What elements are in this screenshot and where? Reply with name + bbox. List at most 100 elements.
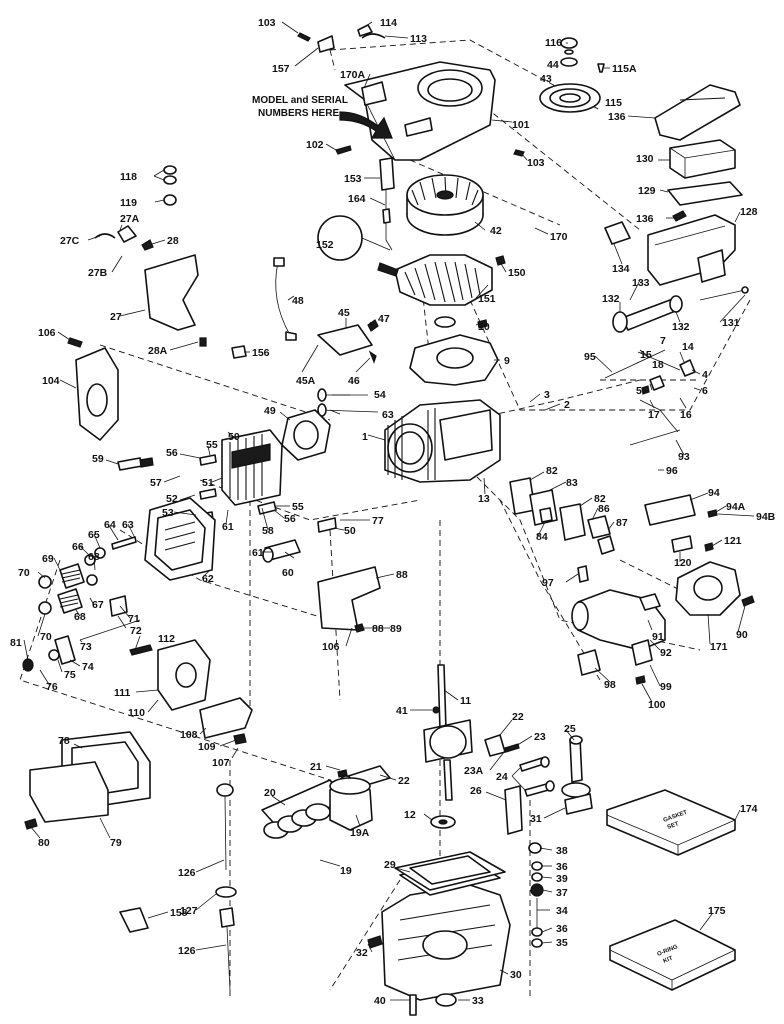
- label-60: 60: [282, 567, 294, 579]
- label-50b: 50: [344, 525, 356, 537]
- label-30: 30: [510, 969, 522, 981]
- label-45A: 45A: [296, 375, 316, 387]
- baffle-27: [94, 225, 207, 347]
- label-153: 153: [344, 173, 362, 185]
- valve-springs-55-56: [194, 454, 277, 524]
- label-151: 151: [478, 293, 496, 305]
- label-24: 24: [496, 771, 508, 783]
- label-101: 101: [512, 119, 530, 131]
- label-3: 3: [544, 389, 550, 401]
- label-12: 12: [404, 809, 416, 821]
- rotating-screen: [539, 37, 605, 113]
- cylinder-head-50: [221, 429, 283, 506]
- label-26: 26: [470, 785, 482, 797]
- label-6: 6: [702, 385, 708, 397]
- caps-118-119: [163, 165, 177, 206]
- label-34: 34: [556, 905, 568, 917]
- label-35: 35: [556, 937, 568, 949]
- label-108: 108: [180, 729, 198, 741]
- label-114: 114: [380, 17, 397, 29]
- label-5: 5: [636, 385, 642, 397]
- intake-gaskets-82-83: [509, 477, 615, 555]
- label-119: 119: [120, 197, 137, 209]
- label-93: 93: [678, 451, 690, 463]
- label-78: 78: [58, 735, 70, 747]
- label-88b: 88: [372, 623, 384, 635]
- label-133: 133: [632, 277, 650, 289]
- label-73: 73: [80, 641, 92, 653]
- label-152: 152: [316, 239, 334, 251]
- label-21: 21: [310, 761, 322, 773]
- label-129: 129: [638, 185, 656, 197]
- label-116: 116: [545, 37, 562, 49]
- label-126b: 126: [178, 945, 196, 957]
- label-170A: 170A: [340, 69, 366, 81]
- part-number-labels: 103 114 113 157 170A 116 44 43 115A 115 …: [10, 17, 776, 1007]
- label-68b: 68: [74, 611, 86, 623]
- label-80: 80: [38, 837, 50, 849]
- label-112: 112: [158, 633, 175, 645]
- label-98: 98: [604, 679, 616, 691]
- label-91: 91: [652, 631, 664, 643]
- label-83: 83: [566, 477, 578, 489]
- label-51: 51: [202, 477, 214, 489]
- muffler-62: [144, 497, 216, 581]
- label-36a: 36: [556, 861, 568, 873]
- label-45: 45: [338, 307, 350, 319]
- label-10: 10: [478, 321, 490, 333]
- label-130: 130: [636, 153, 654, 165]
- label-103b: 103: [527, 157, 545, 169]
- label-16: 16: [680, 409, 692, 421]
- label-54: 54: [374, 389, 386, 401]
- label-77: 77: [372, 515, 384, 527]
- label-2: 2: [564, 399, 570, 411]
- label-109: 109: [198, 741, 216, 753]
- label-95: 95: [584, 351, 596, 363]
- label-75: 75: [64, 669, 76, 681]
- label-81: 81: [10, 637, 22, 649]
- label-42: 42: [490, 225, 502, 237]
- label-90: 90: [736, 629, 748, 641]
- label-25: 25: [564, 723, 576, 735]
- label-174: 174: [740, 803, 758, 815]
- head-gasket-49: [281, 409, 331, 461]
- leader-lines: [23, 21, 755, 1001]
- label-27: 27: [110, 311, 122, 323]
- label-134: 134: [612, 263, 630, 275]
- label-115: 115: [605, 97, 622, 109]
- label-110: 110: [128, 707, 145, 719]
- label-170: 170: [550, 231, 568, 243]
- label-27A: 27A: [120, 213, 140, 225]
- label-103a: 103: [258, 17, 276, 29]
- label-150: 150: [508, 267, 526, 279]
- label-36b: 36: [556, 923, 568, 935]
- label-131: 131: [722, 317, 740, 329]
- label-23A: 23A: [464, 765, 484, 777]
- label-43: 43: [540, 73, 552, 85]
- label-1: 1: [362, 431, 368, 443]
- label-19: 19: [340, 865, 352, 877]
- clip-156: [231, 345, 247, 359]
- label-7: 7: [660, 335, 666, 347]
- label-55b: 55: [292, 501, 304, 513]
- label-121: 121: [724, 535, 742, 547]
- label-113: 113: [410, 33, 427, 45]
- label-128: 128: [740, 206, 758, 218]
- label-164: 164: [348, 193, 366, 205]
- carburetor-110: [157, 639, 211, 711]
- label-136b: 136: [636, 213, 654, 225]
- governor-spring-set: [38, 536, 141, 641]
- fuel-pump-171: [675, 561, 755, 616]
- label-94B: 94B: [756, 511, 776, 523]
- top-fasteners: [297, 24, 525, 157]
- gasket-set-box-174: GASKET SET: [606, 789, 736, 856]
- label-4: 4: [702, 369, 708, 381]
- label-102: 102: [306, 139, 324, 151]
- label-53: 53: [162, 507, 174, 519]
- label-126a: 126: [178, 867, 196, 879]
- label-27B: 27B: [88, 267, 108, 279]
- cover-88: [317, 566, 381, 633]
- label-99: 99: [660, 681, 672, 693]
- label-47: 47: [378, 313, 390, 325]
